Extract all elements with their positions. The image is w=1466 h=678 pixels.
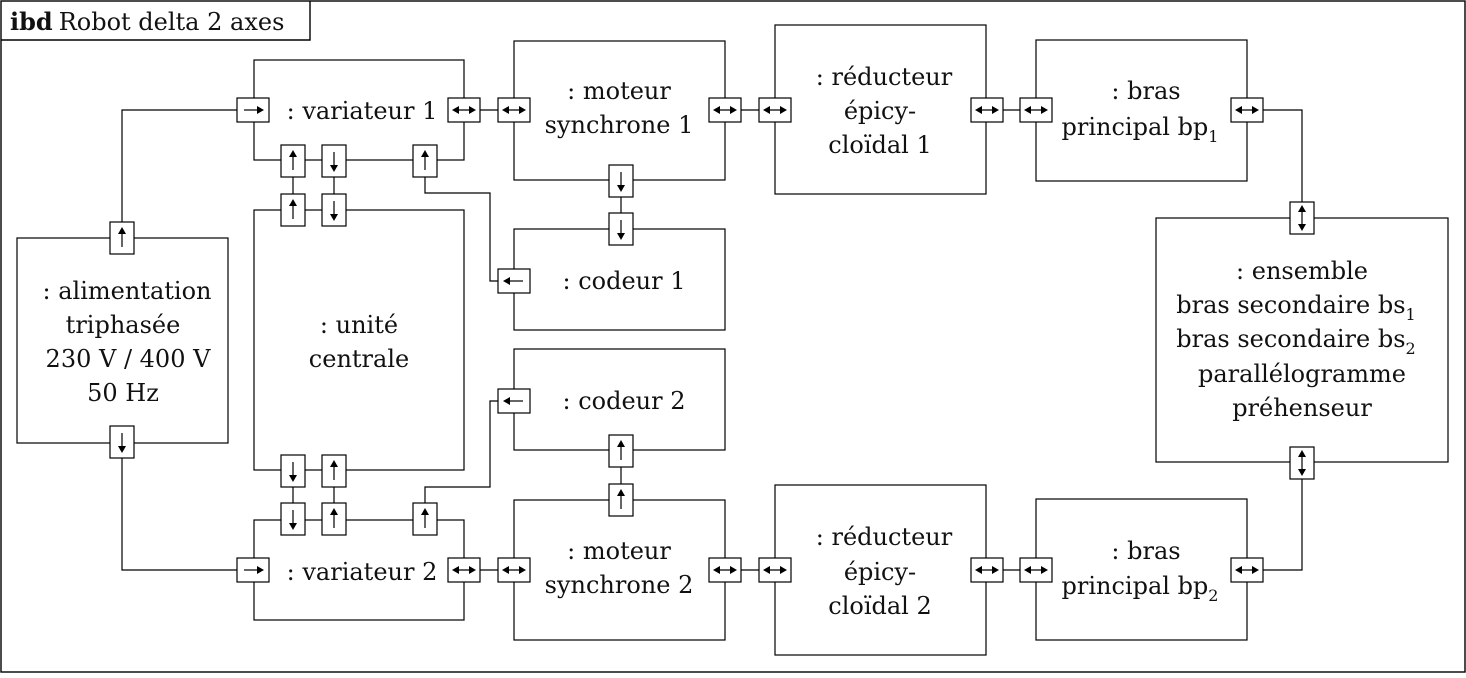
bras2-line-1: : bras — [1111, 537, 1180, 565]
port-unite-bottom-b[interactable] — [321, 454, 347, 488]
port-codeur2-left[interactable] — [497, 388, 531, 414]
port-variateur1-right[interactable] — [447, 97, 481, 123]
port-alimentation-bottom[interactable] — [109, 425, 135, 459]
ensemble-line-5: préhenseur — [1232, 394, 1372, 422]
wire-bras1-ensemble — [1263, 109, 1303, 202]
bras1-line-1: : bras — [1111, 77, 1180, 105]
port-variateur1-bottom-b[interactable] — [321, 144, 347, 178]
ensemble-line-2: bras secondaire bs1 — [1176, 291, 1415, 324]
frame-name: Robot delta 2 axes — [59, 8, 285, 36]
bras1-line-2: principal bp1 — [1062, 113, 1219, 146]
port-variateur1-bottom-c[interactable] — [412, 144, 438, 178]
port-reducteur1-right[interactable] — [970, 97, 1004, 123]
ensemble-line-1: : ensemble — [1236, 257, 1368, 285]
port-unite-top-b[interactable] — [321, 193, 347, 227]
port-variateur2-input[interactable] — [236, 557, 270, 583]
port-variateur2-top-c[interactable] — [412, 502, 438, 536]
reducteur1-line-2: épicy- — [844, 97, 916, 125]
moteur2-line-1: : moteur — [567, 537, 671, 565]
port-moteur2-left[interactable] — [497, 557, 531, 583]
wire-variateur1-codeur1 — [424, 177, 498, 282]
port-ensemble-bottom[interactable] — [1289, 446, 1315, 480]
port-bras2-right[interactable] — [1230, 557, 1264, 583]
block-reducteur-2[interactable]: : réducteur épicy- cloïdal 2 — [774, 484, 987, 656]
bras1-text: principal bp — [1062, 113, 1209, 141]
block-bras-principal-2[interactable]: : bras principal bp2 — [1035, 498, 1248, 641]
block-codeur-2[interactable]: : codeur 2 — [513, 348, 726, 451]
port-variateur1-input[interactable] — [236, 97, 270, 123]
ensemble-bs1-text: bras secondaire bs — [1176, 291, 1405, 319]
port-variateur2-top-a[interactable] — [280, 502, 306, 536]
reducteur2-line-3: cloïdal 2 — [828, 592, 932, 620]
unite-line-2: centrale — [309, 345, 409, 373]
port-codeur1-top[interactable] — [608, 212, 634, 246]
port-unite-top-a[interactable] — [280, 193, 306, 227]
bras2-line-2: principal bp2 — [1062, 572, 1219, 605]
reducteur2-line-1: : réducteur — [816, 523, 953, 551]
ensemble-bs2-text: bras secondaire bs — [1176, 325, 1405, 353]
alimentation-line-2: triphasée — [66, 311, 181, 339]
wire-variateur2-codeur2 — [424, 400, 498, 503]
port-alimentation-top[interactable] — [109, 221, 135, 255]
block-alimentation[interactable]: : alimentation triphasée 230 V / 400 V 5… — [16, 237, 229, 444]
bras1-subscript: 1 — [1208, 127, 1218, 146]
port-bras1-right[interactable] — [1230, 97, 1264, 123]
ensemble-line-3: bras secondaire bs2 — [1176, 325, 1415, 358]
ensemble-line-4: parallélogramme — [1198, 360, 1406, 388]
moteur1-line-1: : moteur — [567, 77, 671, 105]
connectors — [121, 109, 1303, 571]
block-ensemble[interactable]: : ensemble bras secondaire bs1 bras seco… — [1155, 217, 1449, 463]
port-variateur1-bottom-a[interactable] — [280, 144, 306, 178]
port-reducteur1-left[interactable] — [758, 97, 792, 123]
port-variateur2-right[interactable] — [447, 557, 481, 583]
variateur2-label: : variateur 2 — [287, 558, 438, 586]
port-moteur1-right[interactable] — [708, 97, 742, 123]
block-moteur-1[interactable]: : moteur synchrone 1 — [513, 40, 726, 181]
port-ensemble-top[interactable] — [1289, 201, 1315, 235]
port-variateur2-top-b[interactable] — [321, 502, 347, 536]
block-moteur-2[interactable]: : moteur synchrone 2 — [513, 499, 726, 641]
bras2-subscript: 2 — [1208, 586, 1218, 605]
reducteur2-line-2: épicy- — [844, 558, 916, 586]
codeur2-label: : codeur 2 — [563, 387, 686, 415]
ensemble-bs1-subscript: 1 — [1406, 305, 1416, 324]
port-unite-bottom-a[interactable] — [280, 454, 306, 488]
port-bras2-left[interactable] — [1019, 557, 1053, 583]
wire-alim-to-variateur2 — [121, 458, 237, 571]
port-reducteur2-left[interactable] — [758, 557, 792, 583]
variateur1-label: : variateur 1 — [287, 97, 438, 125]
alimentation-line-3: 230 V / 400 V — [46, 345, 212, 373]
codeur1-label: : codeur 1 — [563, 267, 686, 295]
port-moteur1-left[interactable] — [497, 97, 531, 123]
port-moteur1-bottom[interactable] — [608, 164, 634, 198]
port-codeur1-left[interactable] — [497, 268, 531, 294]
unite-line-1: : unité — [320, 311, 398, 339]
ensemble-bs2-subscript: 2 — [1406, 339, 1416, 358]
block-variateur-2[interactable]: : variateur 2 — [253, 519, 465, 621]
port-moteur2-right[interactable] — [708, 557, 742, 583]
frame-title-tab — [1, 1, 311, 41]
block-variateur-1[interactable]: : variateur 1 — [253, 59, 465, 161]
moteur2-line-2: synchrone 2 — [545, 571, 694, 599]
alimentation-line-1: : alimentation — [43, 277, 212, 305]
port-moteur2-top[interactable] — [608, 483, 634, 517]
port-codeur2-bottom[interactable] — [608, 434, 634, 468]
port-reducteur2-right[interactable] — [970, 557, 1004, 583]
alimentation-line-4: 50 Hz — [87, 379, 159, 407]
moteur1-line-2: synchrone 1 — [545, 111, 694, 139]
port-bras1-left[interactable] — [1019, 97, 1053, 123]
block-reducteur-1[interactable]: : réducteur épicy- cloïdal 1 — [774, 24, 987, 195]
reducteur1-line-1: : réducteur — [816, 63, 953, 91]
block-unite-centrale[interactable]: : unité centrale — [253, 209, 465, 471]
bras2-text: principal bp — [1062, 572, 1209, 600]
wire-bras2-ensemble — [1263, 479, 1303, 571]
frame-kind: ibd — [10, 7, 53, 36]
wire-alim-to-variateur1 — [121, 109, 237, 222]
reducteur1-line-3: cloïdal 1 — [828, 131, 932, 159]
block-bras-principal-1[interactable]: : bras principal bp1 — [1035, 39, 1248, 182]
